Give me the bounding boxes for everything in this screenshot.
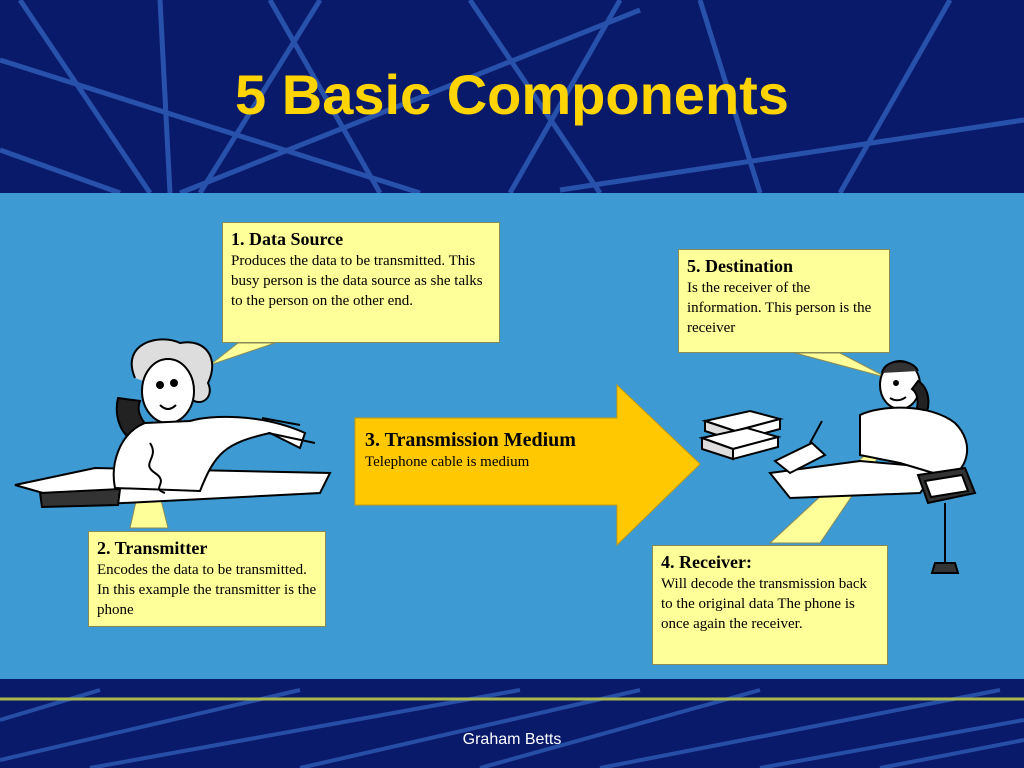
destination-heading: 5. Destination [687, 256, 794, 276]
transmitter-heading: 2. Transmitter [97, 538, 208, 558]
diagram-panel: 1. Data Source Produces the data to be t… [0, 193, 1024, 679]
transmitter-text: Encodes the data to be transmitted. In t… [97, 562, 317, 618]
receiver-callout: 4. Receiver: Will decode the transmissio… [652, 545, 888, 665]
destination-text: Is the receiver of the information. This… [687, 280, 872, 336]
desk-phone-icon [916, 466, 977, 505]
data-source-callout: 1. Data Source Produces the data to be t… [222, 222, 500, 343]
transmitter-callout: 2. Transmitter Encodes the data to be tr… [88, 531, 326, 627]
books-icon [698, 409, 784, 461]
diagram-illustrations [14, 338, 977, 574]
transmission-medium-text: Telephone cable is medium [365, 454, 530, 470]
transmission-medium-heading: 3. Transmission Medium [365, 429, 576, 451]
receiver-heading: 4. Receiver: [661, 552, 752, 572]
data-source-text: Produces the data to be transmitted. Thi… [231, 253, 483, 309]
destination-callout: 5. Destination Is the receiver of the in… [678, 249, 890, 353]
transmission-arrow [354, 383, 701, 547]
slide-title: 5 Basic Components [235, 63, 789, 126]
woman-on-phone-illustration [14, 338, 332, 509]
footer-author: Graham Betts [462, 731, 562, 748]
transmission-medium-label: 3. Transmission Medium Telephone cable i… [365, 428, 625, 472]
data-source-heading: 1. Data Source [231, 229, 344, 249]
man-on-phone-illustration [768, 360, 977, 574]
receiver-text: Will decode the transmission back to the… [661, 576, 868, 632]
